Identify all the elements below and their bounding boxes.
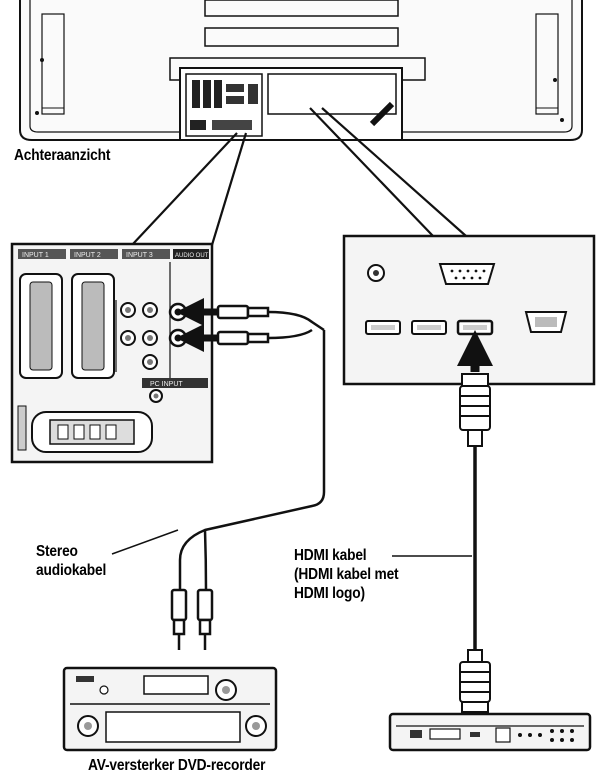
dvd-recorder (388, 712, 592, 752)
input-panel: INPUT 1 INPUT 2 INPUT 3 AUDIO OUT PC INP… (10, 242, 214, 464)
audio-cable (170, 298, 326, 650)
audio-out-label: AUDIO OUT (175, 253, 209, 259)
input3-label: INPUT 3 (126, 252, 153, 259)
av-amplifier (62, 666, 278, 752)
hdmi-panel (342, 234, 596, 386)
hdmi-cable (457, 330, 493, 713)
bottom-caption: AV-versterker DVD-recorder (88, 757, 266, 774)
hdmi-cable-label-line1: HDMI kabel (294, 547, 367, 564)
stereo-cable-label-line1: Stereo (36, 543, 78, 560)
leader-lines (111, 529, 472, 557)
zoom-lines (131, 107, 467, 246)
hdmi-cable-label-line3: HDMI logo) (294, 585, 365, 602)
input1-label: INPUT 1 (22, 252, 49, 259)
rear-view-label: Achteraanzicht (14, 147, 111, 164)
tv-rear (19, 0, 583, 141)
pc-input-label: PC INPUT (150, 381, 183, 388)
stereo-cable-label-line2: audiokabel (36, 562, 107, 579)
hdmi-cable-label-line2: (HDMI kabel met (294, 566, 399, 583)
input2-label: INPUT 2 (74, 252, 101, 259)
